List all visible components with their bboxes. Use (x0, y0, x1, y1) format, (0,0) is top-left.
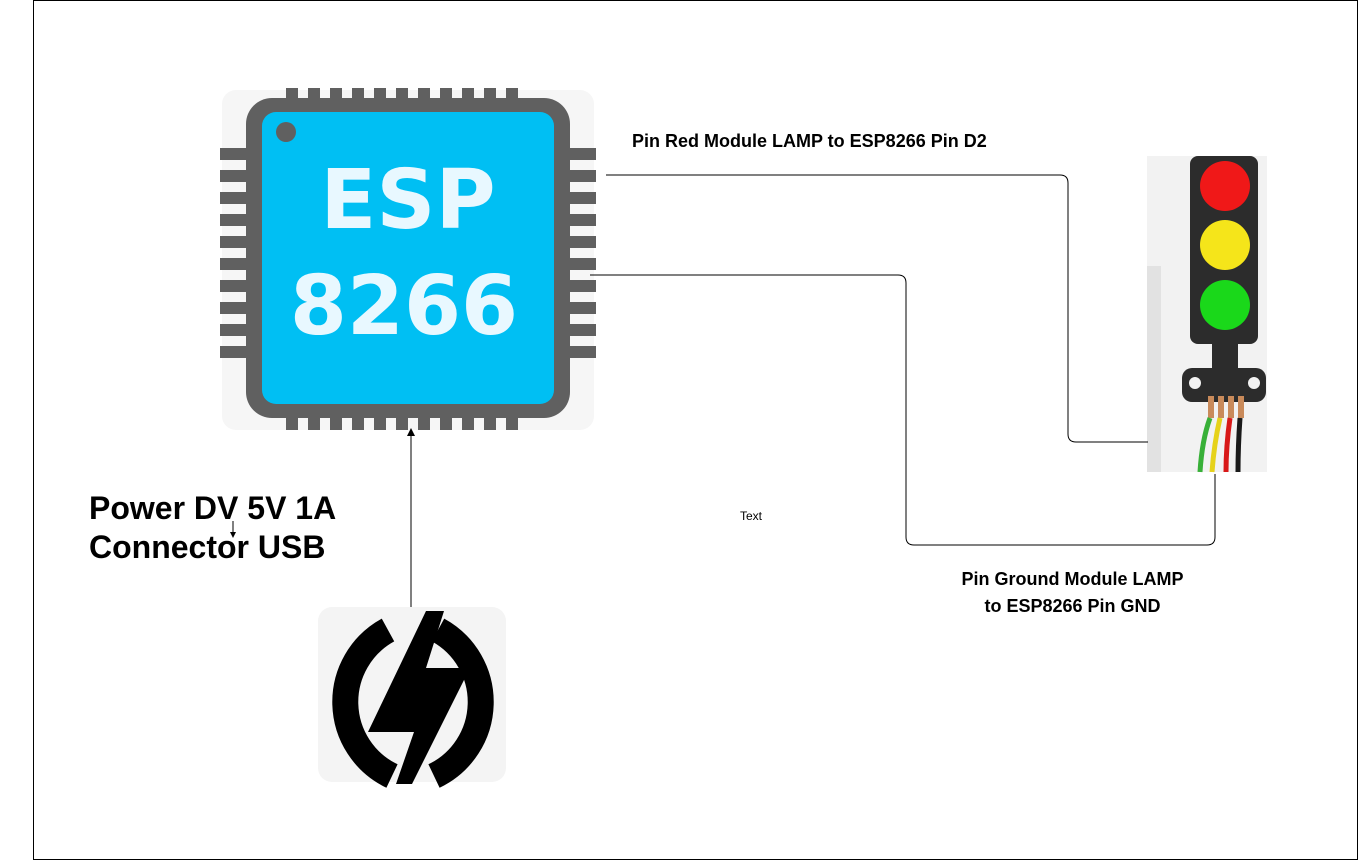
small-arrow-head (230, 532, 236, 538)
label-ground-pin: Pin Ground Module LAMP to ESP8266 Pin GN… (900, 566, 1245, 620)
label-power: Power DV 5V 1A Connector USB (89, 489, 336, 567)
traffic-light-module-icon (1147, 156, 1267, 473)
lamp-green (1200, 280, 1250, 330)
label-power-line1: Power DV 5V 1A (89, 490, 337, 526)
chip-label-8266: 8266 (290, 259, 518, 354)
label-power-line2: Connector USB (89, 529, 326, 565)
chip-pin1-dot (276, 122, 296, 142)
wire-ground-pin-gnd (590, 274, 1216, 546)
label-placeholder-text[interactable]: Text (740, 509, 763, 523)
label-ground-pin-line2: to ESP8266 Pin GND (984, 596, 1161, 616)
chip-die (262, 112, 554, 404)
lamp-red (1200, 161, 1250, 211)
arrow-power-head (407, 428, 415, 436)
traffic-light-board (1182, 368, 1266, 402)
power-bolt-icon (318, 607, 506, 788)
chip-label-esp: ESP (320, 153, 495, 248)
lamp-yellow (1200, 220, 1250, 270)
label-ground-pin-line1: Pin Ground Module LAMP (961, 569, 1184, 589)
wire-red-pin-d2 (606, 174, 1148, 443)
label-red-pin: Pin Red Module LAMP to ESP8266 Pin D2 (632, 131, 987, 151)
esp8266-chip-icon: ESP 8266 (220, 88, 596, 430)
